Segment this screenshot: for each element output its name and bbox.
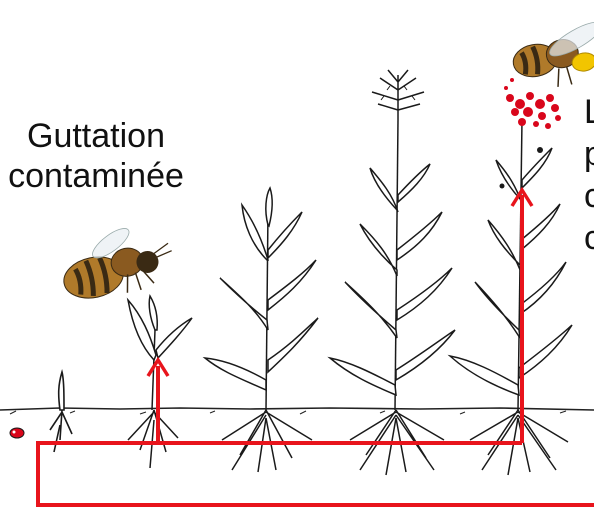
right-label: L p c c [584, 92, 594, 260]
seedling-stage-1 [50, 372, 72, 452]
contaminated-droplets [504, 78, 561, 129]
seed-icon [10, 428, 24, 438]
roots-icon [50, 410, 72, 452]
right-label-line-2: p [584, 134, 594, 176]
ground-line [0, 408, 594, 414]
guttation-label-line-1: Guttation [0, 116, 196, 156]
bee-icon [508, 15, 594, 94]
tassel-icon [372, 70, 424, 120]
bee-icon [55, 215, 179, 305]
roots-icon [128, 410, 178, 468]
right-label-line-1: L [584, 92, 594, 134]
guttation-label: Guttation contaminée [0, 116, 196, 196]
right-label-line-4: c [584, 218, 594, 260]
right-label-line-3: c [584, 176, 594, 218]
guttation-label-line-2: contaminée [0, 156, 196, 196]
corn-plant-stage-4 [330, 70, 455, 475]
corn-plant-stage-5 [450, 120, 572, 475]
corn-plant-stage-3 [205, 188, 318, 472]
